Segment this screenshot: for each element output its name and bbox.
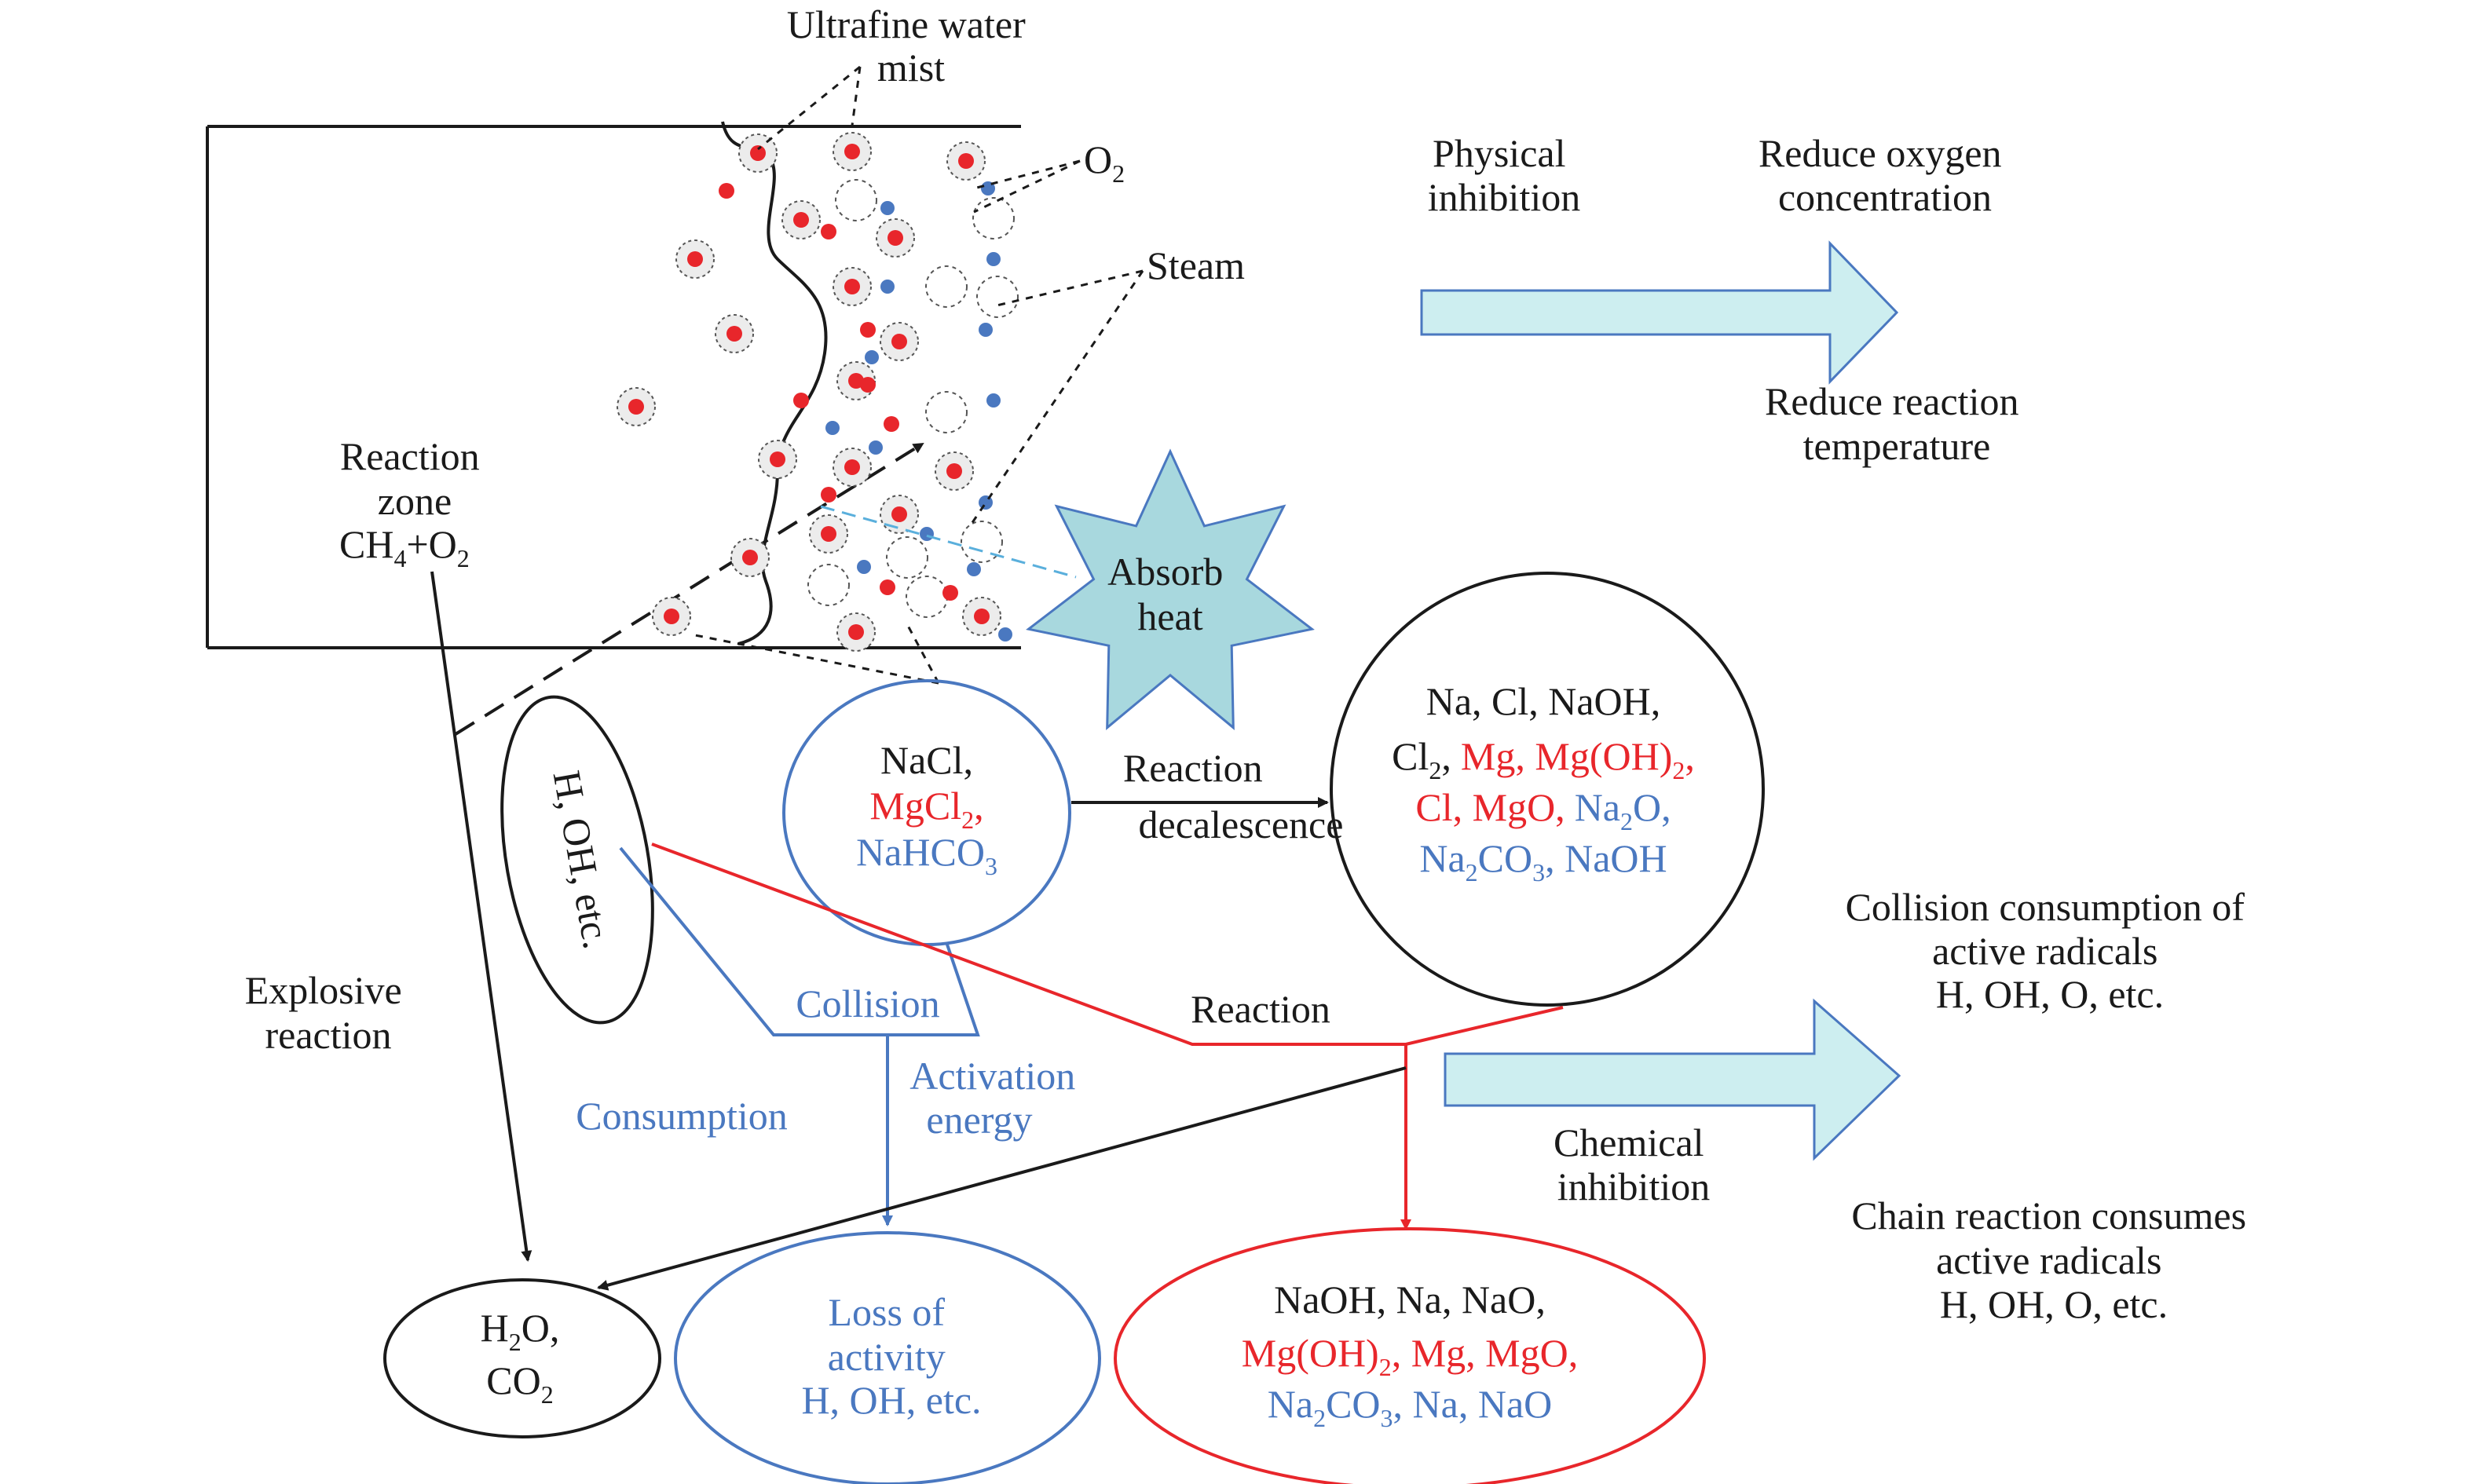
red-particle	[860, 322, 876, 338]
red-particle	[860, 377, 876, 393]
salt-nacl: NaCl,	[880, 738, 973, 782]
salt-mgcl2: MgCl2,	[869, 784, 983, 834]
physical-inhibition-label: Physical inhibition	[1428, 131, 1580, 219]
o2-label: O2	[1084, 137, 1125, 188]
chain-reaction-label: Chain reaction consumes active radicals …	[1851, 1193, 2256, 1326]
consumption-label: Consumption	[576, 1094, 787, 1138]
steam-bubble	[972, 197, 1015, 239]
physical-inhibition-arrow	[1420, 240, 1899, 385]
absorb-heat-leader	[820, 505, 1077, 579]
water-droplet-core	[844, 144, 860, 159]
loss-of-activity-ellipse	[674, 1231, 1101, 1484]
chemical-inhibition-arrow	[1444, 998, 1901, 1161]
water-droplet-core	[628, 399, 644, 415]
water-droplet-core	[726, 326, 742, 342]
products-circle	[1330, 572, 1765, 1007]
salt-nahco3: NaHCO3	[856, 830, 997, 880]
water-droplet-core	[821, 526, 836, 542]
water-droplet-core	[742, 550, 758, 565]
water-droplet-core	[750, 145, 766, 161]
oxygen-particle	[869, 440, 883, 455]
oxygen-particle	[920, 527, 934, 541]
water-droplet-core	[887, 230, 903, 246]
reaction-path-red	[651, 843, 1564, 1046]
steam-bubble	[961, 521, 1003, 563]
red-particle	[880, 579, 895, 595]
red-particle	[942, 585, 958, 601]
ch4-o2-label: CH4+O2	[339, 522, 470, 572]
oxygen-particle	[880, 201, 895, 215]
radicals-ellipse	[500, 695, 654, 1025]
chemical-inhibition-label: Chemical inhibition	[1554, 1120, 1714, 1208]
reaction-red-label: Reaction	[1191, 987, 1330, 1031]
steam-bubble	[925, 265, 968, 308]
final-products-line3: Na2CO3, Na, NaO	[1268, 1382, 1553, 1432]
water-droplet-core	[664, 609, 679, 624]
reaction-zone-box	[206, 125, 1021, 649]
water-droplet-core	[974, 609, 990, 624]
loss-of-activity-label: Loss of activity H, OH, etc.	[801, 1290, 981, 1422]
water-droplet-core	[958, 153, 974, 169]
red-particle	[793, 393, 809, 408]
oxygen-particle	[979, 323, 993, 337]
radicals-label: H, OH, etc.	[545, 767, 620, 952]
water-droplet-core	[946, 463, 962, 479]
steam-bubble	[886, 536, 928, 579]
final-products-line1: NaOH, Na, NaO,	[1274, 1277, 1546, 1321]
oxygen-particle	[986, 393, 1001, 408]
red-particle	[884, 416, 899, 432]
oxygen-particle	[967, 562, 981, 576]
absorb-heat-star	[1026, 448, 1315, 730]
steam-bubble	[807, 564, 850, 606]
water-droplet-core	[770, 451, 785, 467]
red-particle	[821, 224, 836, 239]
red-particle	[821, 487, 836, 503]
water-droplet-core	[891, 334, 907, 349]
steam-bubble	[976, 276, 1019, 318]
co2-label: CO2	[486, 1358, 553, 1409]
oxygen-particle	[986, 252, 1001, 266]
final-products-line2: Mg(OH)2, Mg, MgO,	[1242, 1331, 1579, 1381]
collision-funnel	[619, 846, 980, 1036]
reduce-oxygen-label: Reduce oxygen concentration	[1759, 131, 2011, 219]
activation-energy-label: Activation energy	[909, 1054, 1085, 1142]
h2o-label: H2O,	[481, 1306, 560, 1356]
water-droplet-core	[687, 251, 703, 267]
products-to-h2o-arrow	[597, 1066, 1407, 1291]
oxygen-particle	[825, 421, 840, 435]
reduce-temperature-label: Reduce reaction temperature	[1765, 379, 2029, 468]
steam-bubble	[906, 576, 948, 618]
steam-bubble	[925, 391, 968, 433]
products-line1: Na, Cl, NaOH,	[1426, 679, 1661, 723]
explosive-reaction-arrow	[430, 571, 532, 1262]
final-products-ellipse	[1114, 1227, 1706, 1484]
water-droplet-core	[793, 212, 809, 228]
oxygen-particle	[857, 560, 871, 574]
mist-label: Ultrafine water mist	[787, 2, 1036, 90]
red-particle	[719, 183, 734, 199]
collision-consumption-label: Collision consumption of active radicals…	[1846, 885, 2255, 1016]
oxygen-particle	[865, 350, 879, 364]
mist-particle-field	[617, 132, 1019, 652]
water-droplet-core	[891, 506, 907, 522]
oxygen-particle	[880, 280, 895, 294]
oxygen-particle	[998, 627, 1012, 641]
reaction-decalescence-label: Reaction decalescence	[1123, 746, 1344, 846]
absorb-heat-label: Absorb heat	[1107, 550, 1233, 638]
explosive-reaction-label: Explosive reaction	[245, 968, 412, 1057]
reaction-zone-label: Reaction zone	[340, 434, 489, 523]
water-droplet-core	[848, 624, 864, 640]
propagation-dashed-arrow	[454, 442, 924, 736]
steam-label: Steam	[1147, 243, 1245, 287]
leader-lines	[690, 65, 1144, 685]
products-line3: Cl, MgO,Na2O,	[1415, 785, 1671, 835]
products-line4: Na2CO3, NaOH	[1419, 836, 1667, 886]
h2o-co2-ellipse	[383, 1278, 661, 1438]
water-droplet-core	[844, 459, 860, 475]
steam-bubble	[835, 179, 877, 221]
collision-label: Collision	[796, 981, 939, 1025]
products-line2: Cl2,Mg, Mg(OH)2,	[1392, 734, 1695, 784]
water-droplet-core	[844, 279, 860, 294]
